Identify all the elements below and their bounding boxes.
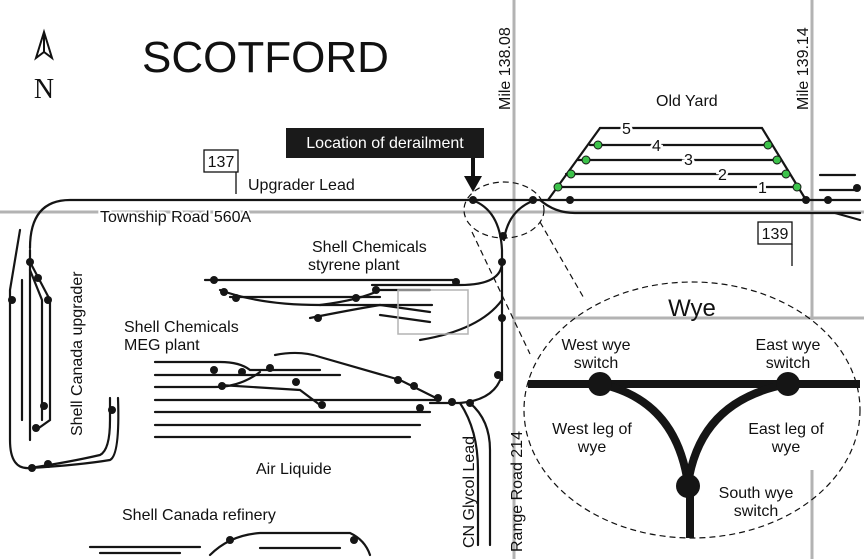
east-exit-track-3 xyxy=(833,211,862,222)
refinery-label: Shell Canada refinery xyxy=(122,507,276,524)
refinery-tracks xyxy=(88,531,372,557)
wye-highlight-ellipse xyxy=(463,181,545,239)
styrene-label-line2: styrene plant xyxy=(308,257,400,274)
map-title: SCOTFORD xyxy=(142,33,389,82)
south-wye-switch xyxy=(676,474,700,498)
south-switch-label-1: South wye xyxy=(719,485,794,502)
derailment-label: Location of derailment xyxy=(306,135,464,152)
main-tracks xyxy=(28,173,862,250)
wye-inset: Wye West wye switch East wye switch West… xyxy=(523,281,861,539)
east-leg-label-2: wye xyxy=(771,439,801,456)
east-wye-switch xyxy=(776,372,800,396)
main-track-lower xyxy=(538,198,862,215)
air-liquide-label: Air Liquide xyxy=(256,461,332,478)
mile-marker-137: 137 xyxy=(203,149,239,194)
north-label: N xyxy=(34,74,54,105)
plant-tracks xyxy=(153,258,506,547)
old-yard-label: Old Yard xyxy=(656,93,718,110)
west-leg-label-2: wye xyxy=(577,439,607,456)
west-switch-label-1: West wye xyxy=(561,337,630,354)
east-switch-label-1: East wye xyxy=(756,337,821,354)
west-wye-switch xyxy=(588,372,612,396)
styrene-highlight-box xyxy=(397,289,469,335)
upgrader-lead-track xyxy=(28,198,862,250)
styrene-label-line1: Shell Chemicals xyxy=(312,239,427,256)
upgrader-lead-label: Upgrader Lead xyxy=(248,177,355,194)
milepost-139: Mile 139.14 xyxy=(795,27,812,110)
svg-text:139: 139 xyxy=(762,226,789,243)
south-switch-label-2: switch xyxy=(734,503,778,520)
wye-inset-title: Wye xyxy=(668,295,716,322)
svg-text:137: 137 xyxy=(208,154,235,171)
township-road-label: Township Road 560A xyxy=(100,209,252,226)
north-arrow-icon: N xyxy=(34,28,54,105)
wye-map xyxy=(463,181,586,382)
milepost-138: Mile 138.08 xyxy=(497,27,514,110)
yard-track-4: 4 xyxy=(652,138,661,155)
meg-label-line1: Shell Chemicals xyxy=(124,319,239,336)
yard-track-5: 5 xyxy=(622,121,631,138)
yard-track-2: 2 xyxy=(718,167,727,184)
range-road-label: Range Road 214 xyxy=(509,431,526,552)
upgrader-tracks xyxy=(8,228,120,472)
yard-track-3: 3 xyxy=(684,152,693,169)
upgrader-label: Shell Canada upgrader xyxy=(69,271,86,436)
down-arrow-icon xyxy=(464,176,482,192)
yard-track-1: 1 xyxy=(758,180,767,197)
west-leg-label-1: West leg of xyxy=(552,421,632,438)
east-switch-label-2: switch xyxy=(766,355,810,372)
old-yard xyxy=(546,126,861,204)
meg-label-line2: MEG plant xyxy=(124,337,200,354)
east-leg-label-1: East leg of xyxy=(748,421,824,438)
west-switch-label-2: switch xyxy=(574,355,618,372)
derailment-callout: Location of derailment xyxy=(286,128,484,192)
mile-marker-139: 139 xyxy=(757,221,793,266)
cn-glycol-lead-label: CN Glycol Lead xyxy=(461,436,478,548)
